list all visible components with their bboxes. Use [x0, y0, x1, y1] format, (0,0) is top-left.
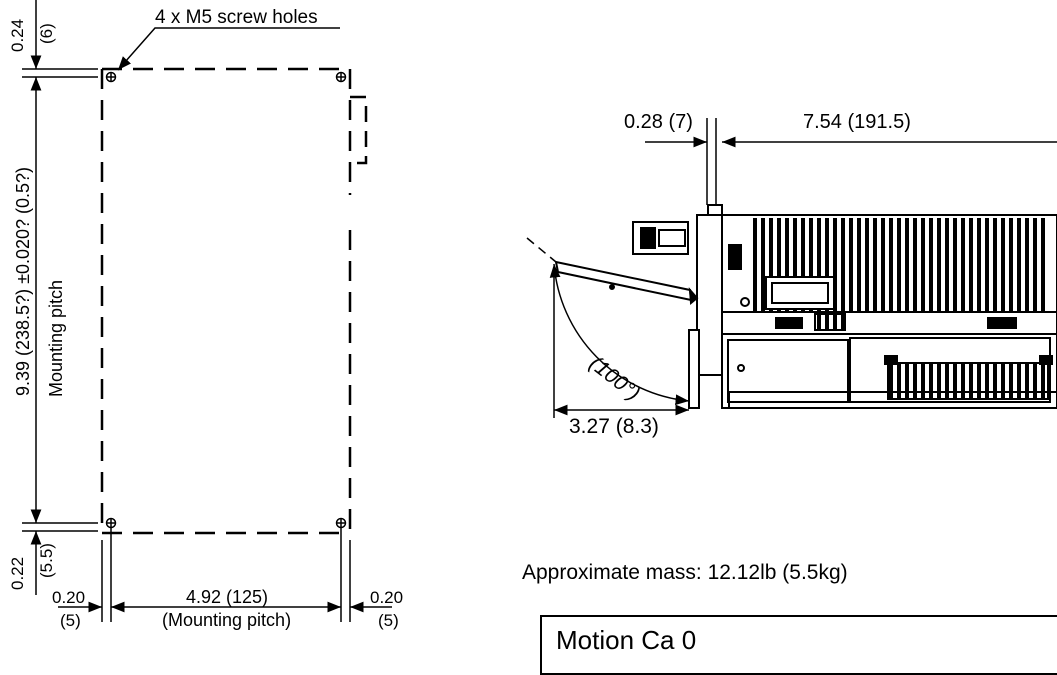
mounting-outline	[100, 67, 352, 535]
horizontal-pitch-caption: (Mounting pitch)	[162, 610, 291, 630]
door-angle-ref	[526, 237, 557, 263]
vertical-dimension	[22, 0, 98, 595]
bottom-offset-inch: 0.22	[8, 557, 27, 590]
right-margin-mm: (5)	[378, 611, 399, 630]
top-dimensions	[645, 118, 1057, 205]
door-angle-label: (100°)	[585, 352, 644, 405]
vertical-pitch-caption: Mounting pitch	[46, 280, 66, 397]
door-angle-arc	[549, 263, 690, 406]
door-thickness-label: 0.28 (7)	[624, 111, 693, 133]
screw-hole-icon	[105, 71, 347, 529]
front-door-open	[554, 260, 699, 306]
bottom-offset-mm: (5.5)	[37, 543, 56, 578]
spec-box-label: Motion Ca 0	[540, 615, 1057, 675]
right-margin-inch: 0.20	[370, 588, 403, 607]
vertical-pitch-label: 9.39 (238.5?) ±0.020? (0.5?)	[13, 167, 33, 396]
approximate-mass: Approximate mass: 12.12lb (5.5kg)	[522, 561, 848, 584]
left-margin-mm: (5)	[60, 611, 81, 630]
drawing-canvas: 4 x M5 screw holes 0.24 (6) 9.39 (238.5?…	[8, 0, 1057, 630]
screw-holes-leader	[117, 27, 340, 71]
drive-unit-side-view	[632, 204, 1057, 409]
horizontal-pitch-label: 4.92 (125)	[186, 587, 268, 607]
top-offset-inch: 0.24	[8, 19, 27, 52]
screw-holes-label: 4 x M5 screw holes	[155, 7, 318, 28]
side-notch-outline	[350, 95, 368, 165]
horizontal-dimension	[58, 528, 392, 622]
depth-label: 7.54 (191.5)	[803, 111, 911, 133]
top-offset-mm: (6)	[37, 23, 56, 44]
door-depth-label: 3.27 (8.3)	[569, 415, 659, 438]
door-depth-dimension	[553, 272, 689, 418]
left-margin-inch: 0.20	[52, 588, 85, 607]
